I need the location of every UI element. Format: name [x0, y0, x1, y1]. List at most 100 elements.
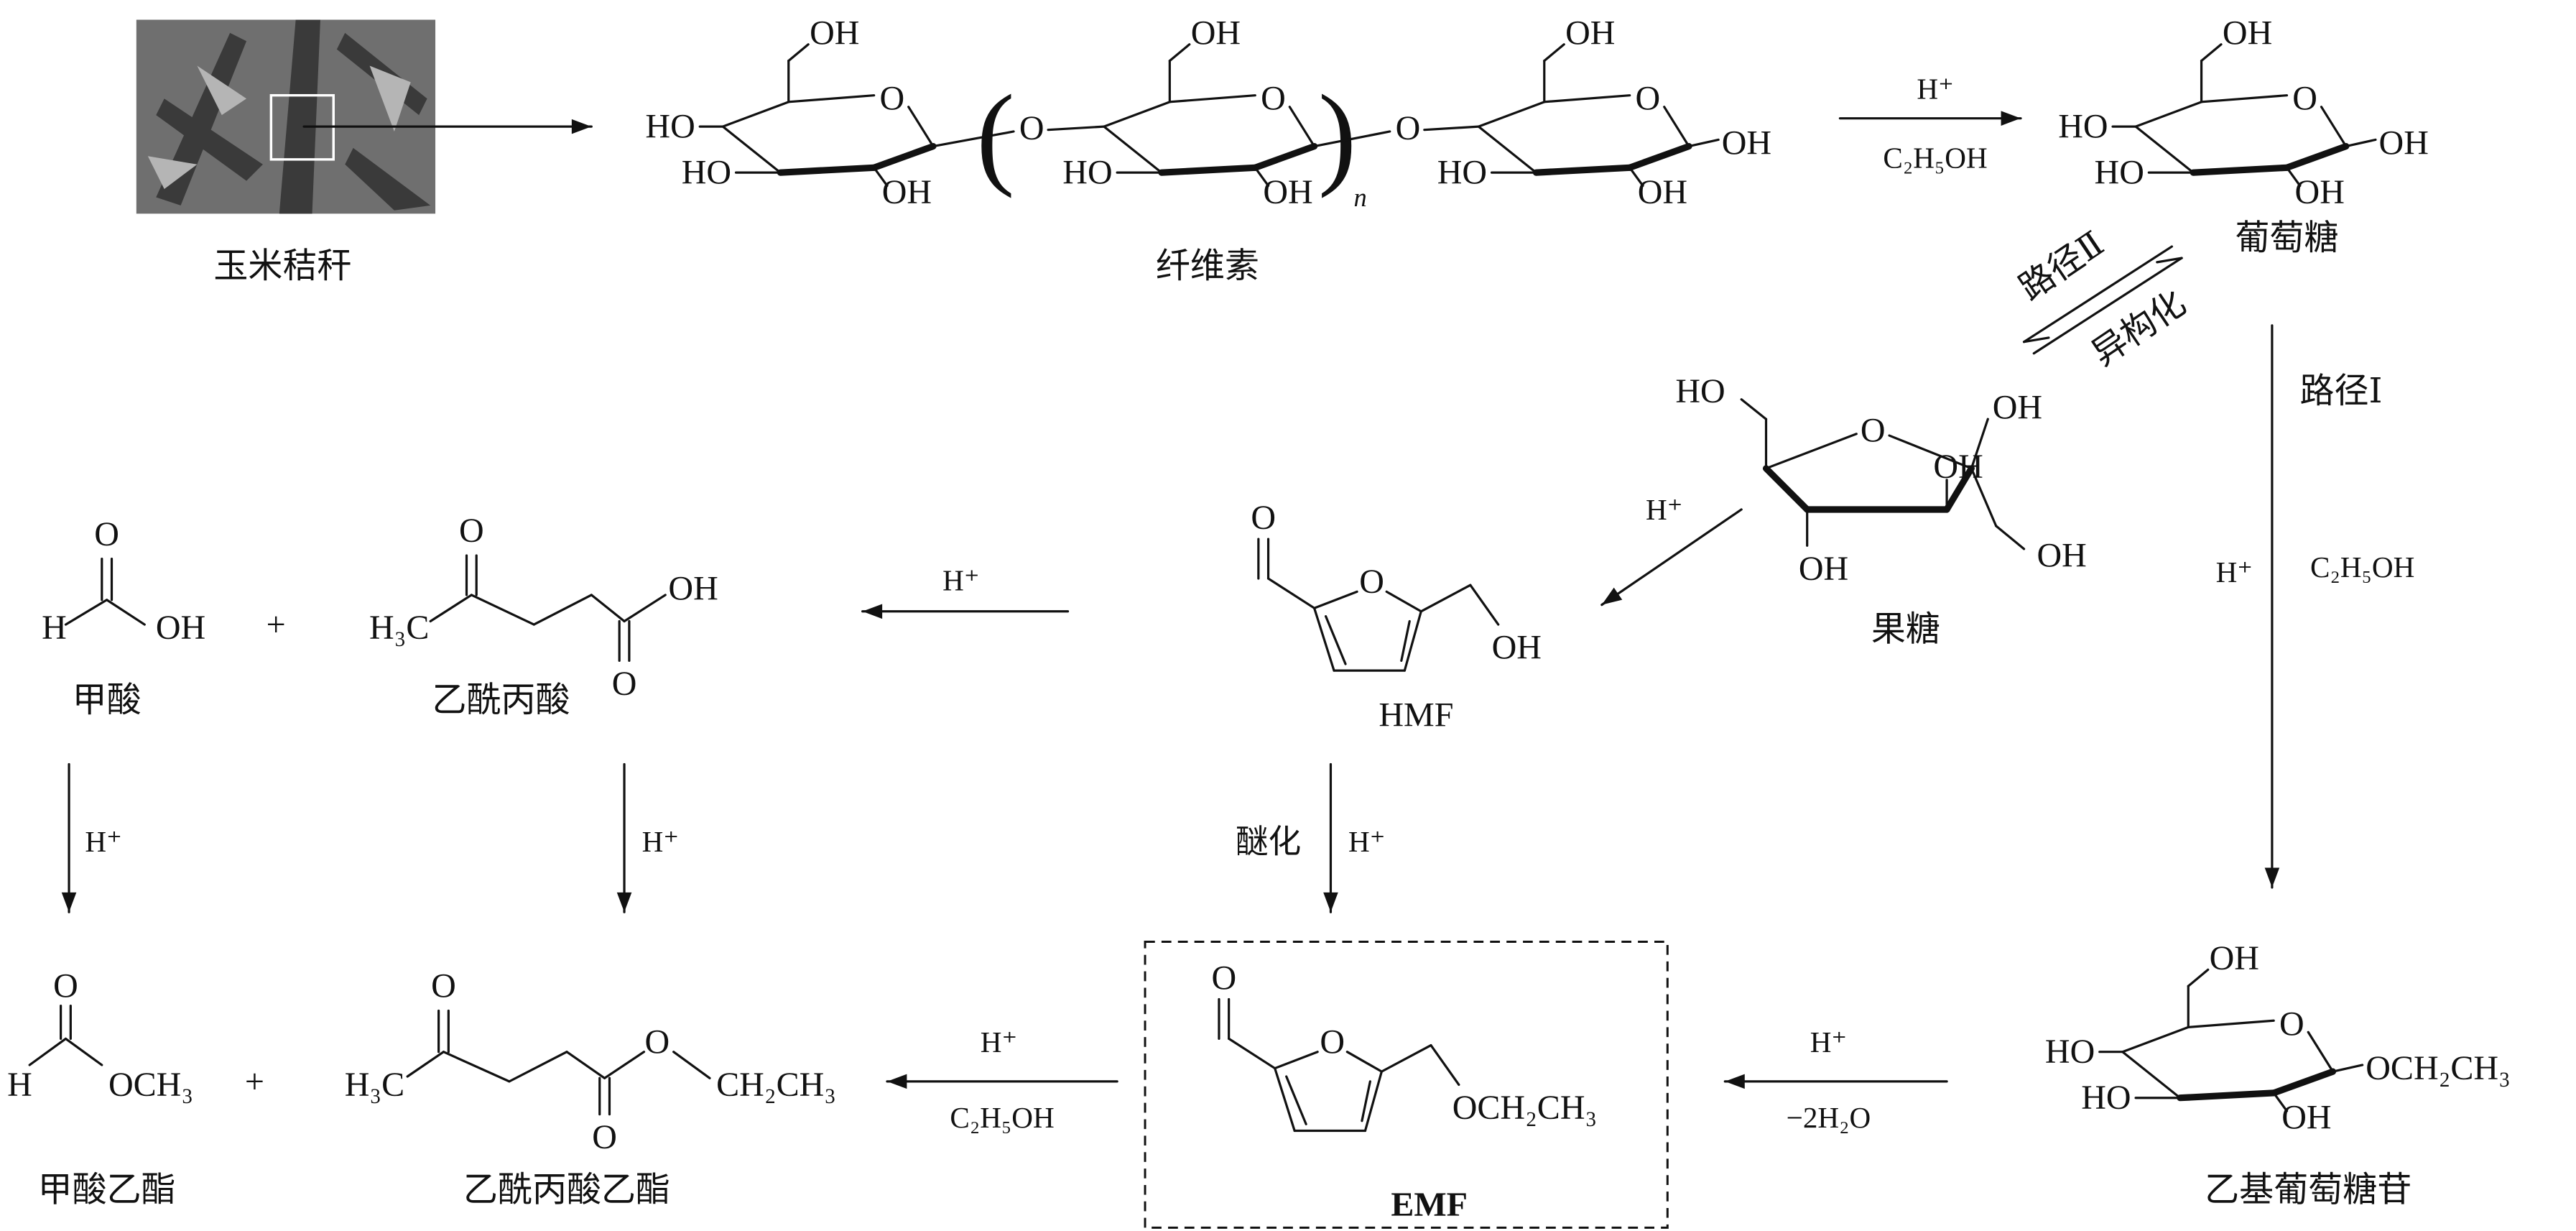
fructose-bold-bond — [1943, 465, 1975, 513]
ethyl-levulinate-bond — [603, 1051, 646, 1079]
cellulose-ring3-bold-bond — [1626, 142, 1692, 171]
half-arrowhead — [2156, 257, 2183, 264]
cellulose-ring2-bond — [1168, 94, 1256, 103]
glycosidic-oxygen: O — [1396, 109, 1421, 147]
glucose-c4-hydroxyl: HO — [2058, 108, 2108, 146]
repeat-count: n — [1353, 183, 1366, 212]
ethyl-levulinate-bond — [508, 1051, 568, 1083]
hmf-bond — [1385, 590, 1422, 613]
levulinic-bond — [429, 594, 473, 623]
ethyl-levulinate-ester-oxygen: O — [644, 1023, 670, 1061]
glycosidic-bond — [932, 130, 1015, 148]
ethyl-levulinate-ester-carbonyl-oxygen: O — [592, 1118, 617, 1156]
ethyl-glucoside-ch2oh: OH — [2210, 939, 2259, 977]
cellulose-ring2-c2-hydroxyl: OH — [1263, 173, 1312, 211]
ethyl-glucoside-bond — [2307, 1031, 2335, 1073]
ethyl-levulinate-bond — [672, 1051, 711, 1079]
ethyl-glucoside-bond — [2121, 1051, 2182, 1099]
ethyl-levulinate-bond — [565, 1051, 606, 1079]
cellulose-ring2-bond — [1168, 43, 1191, 63]
cellulose-ring1-bold-bond — [777, 164, 878, 176]
corn-stalk-label: 玉米秸秆 — [213, 247, 351, 285]
hydrolysis-catalyst: H⁺ — [1917, 73, 1953, 106]
photo-highlights — [147, 65, 411, 190]
levulinic-bond — [532, 594, 593, 626]
ethyl-formate-hydrogen: H — [7, 1066, 32, 1104]
hmf-bond — [1419, 584, 1472, 613]
plus-sign: + — [245, 1062, 264, 1100]
repeat-paren-right: ) — [1318, 71, 1356, 199]
emf-highlight-box — [1144, 940, 1669, 1229]
hmf-double-bond — [1400, 619, 1411, 662]
arrowhead — [886, 1074, 907, 1089]
cellulose-ring1-bond — [907, 106, 935, 148]
etherification-catalyst: H⁺ — [1348, 825, 1385, 858]
levulinic-bond — [590, 594, 626, 623]
cellulose-ring3-ch2oh: OH — [1565, 14, 1615, 52]
formic-hydrogen: H — [42, 609, 67, 647]
ethyl-glucoside-bold-bond — [2177, 1089, 2277, 1102]
cellulose-ring2-bond — [1288, 106, 1316, 148]
hmf-bond — [1403, 610, 1422, 672]
glucose-bond — [2320, 106, 2348, 148]
emf-bond — [1228, 1037, 1277, 1070]
glucose-bold-bond — [2190, 164, 2291, 176]
levulinic-acid-label: 乙酰丙酸 — [432, 681, 570, 719]
isomerization-forward-arrow — [2022, 245, 2174, 344]
emf-bond — [1274, 1066, 1296, 1133]
fructose-c1-hydroxyl: OH — [1993, 389, 2042, 427]
repeat-paren-left: ( — [976, 71, 1014, 199]
formic-carbonyl-oxygen: O — [94, 515, 119, 553]
levulinic-esterification-catalyst: H⁺ — [642, 825, 679, 858]
fructose-bond — [1970, 418, 1989, 470]
glucoside-to-emf-byproduct: −2H₂O — [1787, 1101, 1871, 1134]
arrowhead — [61, 892, 77, 913]
glycosidic-bond — [1423, 125, 1480, 132]
arrowhead — [1725, 1074, 1745, 1089]
fructose-label: 果糖 — [1871, 610, 1940, 648]
cellulose-ring2-bond — [1254, 166, 1270, 188]
hmf-substituent: OH — [1492, 629, 1542, 667]
ethyl-formate-label: 甲酸乙酯 — [38, 1171, 176, 1209]
cellulose-ring3-bond — [1663, 106, 1690, 148]
cellulose-ring3-bold-bond — [1532, 164, 1634, 176]
glucose-bond — [2134, 125, 2195, 174]
cellulose-ring1-c3-hydroxyl: HO — [682, 154, 731, 192]
emf-to-esters-catalyst: H⁺ — [981, 1025, 1017, 1059]
arrowhead — [1323, 892, 1338, 913]
emf-label: EMF — [1391, 1186, 1468, 1224]
glucose-c2-hydroxyl: OH — [2295, 173, 2345, 211]
emf-aldehyde-oxygen: O — [1211, 959, 1236, 997]
levulinic-ketone-oxygen: O — [459, 512, 484, 550]
emf-ring-oxygen: O — [1320, 1023, 1345, 1061]
half-arrowhead — [2022, 336, 2050, 344]
levulinic-acid-carbonyl-oxygen: O — [612, 665, 637, 703]
emf-bond — [1380, 1043, 1432, 1073]
fructose-c4-hydroxyl: OH — [1799, 550, 1848, 588]
fructose-c3-hydroxyl: OH — [1933, 448, 1983, 486]
formic-acid-label: 甲酸 — [73, 681, 142, 719]
emf-bond — [1363, 1070, 1383, 1133]
fructose-c6-hydroxyl: HO — [1675, 372, 1725, 410]
arrowhead — [1601, 587, 1623, 605]
route1-catalyst: H⁺ — [2216, 555, 2253, 589]
cellulose-ring1-bond — [787, 43, 810, 63]
isomerization-reverse-arrow — [2032, 257, 2183, 355]
cellulose-ring3-ring-oxygen: O — [1636, 80, 1661, 118]
cellulose-ring3-bond — [1687, 138, 1720, 148]
etherification-label: 醚化 — [1236, 823, 1301, 859]
glucose-ring-oxygen: O — [2292, 80, 2317, 118]
cellulose-ring1-bond — [721, 101, 790, 128]
arrowhead — [2264, 867, 2280, 887]
fructose-bond — [1764, 433, 1858, 470]
emf-double-bond — [1285, 1075, 1307, 1125]
ethyl-formate-alkoxy: OCH₃ — [108, 1066, 193, 1104]
hydrolysis-solvent: C₂H₅OH — [1883, 142, 1987, 175]
cellulose-ring1-c2-hydroxyl: OH — [882, 173, 932, 211]
cellulose-ring3-c2-hydroxyl: OH — [1638, 173, 1687, 211]
fructose-ch2oh: OH — [2037, 537, 2086, 575]
ethyl-formate-carbonyl-oxygen: O — [53, 967, 78, 1005]
hmf-double-bond — [1324, 615, 1347, 665]
levulinic-hydroxyl: OH — [668, 569, 718, 607]
ethyl-glucoside-c1-substituent: OCH₂CH₃ — [2366, 1049, 2511, 1087]
